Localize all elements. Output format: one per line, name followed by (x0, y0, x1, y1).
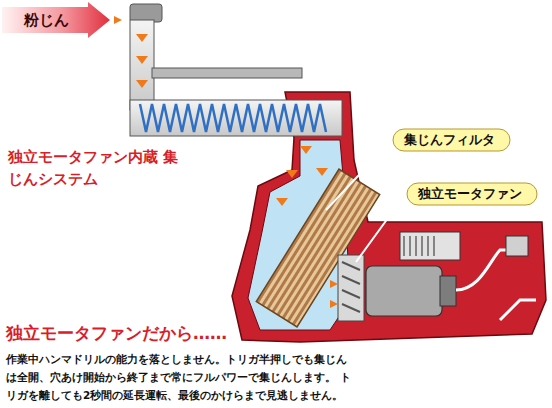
system-title: 独立モータファン内蔵 集じんシステム (8, 146, 180, 190)
bubble-body (393, 129, 510, 151)
flow-arrow (136, 80, 148, 88)
dust-arrow: 粉じん (2, 2, 110, 38)
section-heading: 独立モータファンだから…… (6, 321, 546, 345)
guide-rod (152, 68, 302, 78)
leader-line (326, 142, 390, 210)
flow-arrow (136, 34, 148, 42)
flow-arrow (114, 16, 122, 24)
terminal (506, 236, 528, 256)
fan-blades (342, 262, 360, 312)
wires (456, 250, 536, 320)
switch-unit (400, 232, 460, 260)
body-text: 作業中ハンマドリルの能力を落としません。トリガ半押しでも集じん は全開、穴あけ開… (6, 350, 358, 404)
flow-arrow (300, 146, 312, 154)
leader-line (356, 196, 404, 262)
filter-element (256, 169, 379, 327)
heat-sink (404, 236, 434, 256)
bubble-body (407, 183, 537, 205)
flow-arrow (330, 300, 338, 308)
callout-text: 独立モータファン (406, 182, 538, 206)
arrow-body (2, 2, 110, 38)
callout-text: 集じんフィルタ (392, 128, 511, 152)
suction-tube (130, 100, 342, 136)
flow-arrow (286, 170, 298, 178)
flow-arrow (330, 280, 338, 288)
flow-arrow (316, 168, 328, 176)
motor (366, 266, 442, 316)
fan-housing (338, 255, 364, 321)
flow-arrow (276, 198, 288, 206)
spring-coil (140, 104, 326, 132)
nozzle-cap (130, 4, 162, 22)
filter (256, 169, 379, 327)
fan (338, 255, 364, 321)
nozzle-tube (130, 20, 154, 110)
motor-end (440, 276, 456, 306)
callout-bubble: 独立モータファン (406, 182, 538, 206)
callout-bubble: 集じんフィルタ (392, 128, 511, 152)
arrow-text: 粉じん (2, 2, 110, 38)
flow-arrow (136, 56, 148, 64)
